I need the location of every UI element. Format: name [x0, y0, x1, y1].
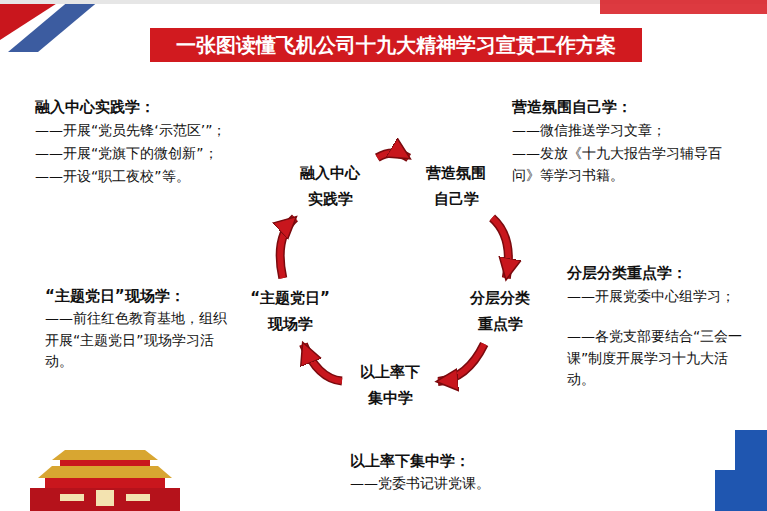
stage-node: 融入中心 实践学	[287, 158, 373, 215]
cycle-arrow	[280, 218, 295, 278]
arrow-outline	[280, 218, 295, 278]
corner-blue	[8, 0, 100, 52]
stage-node: 以上率下 集中学	[347, 357, 433, 414]
callout-text: ——党委书记讲党课。	[350, 473, 590, 495]
top-right-bar	[600, 0, 767, 14]
arrow-body	[438, 344, 484, 381]
title-banner: 一张图读懂飞机公司十九大精神学习宣贯工作方案	[150, 28, 642, 62]
arrow-body	[377, 153, 408, 158]
callout-text: ——发放《十九大报告学习辅导百问》等学习书籍。	[512, 143, 727, 186]
stage-node: “主题党日” 现场学	[239, 283, 341, 340]
arrow-body	[303, 344, 342, 381]
arrow-outline	[492, 218, 508, 278]
callout-text: ——前往红色教育基地，组织开展“主题党日”现场学习活动。	[45, 308, 240, 373]
arrow-outline	[377, 153, 408, 158]
callout-heading: “主题党日”现场学：	[45, 285, 265, 308]
cycle-arrow	[377, 153, 408, 158]
arrow-outline	[438, 344, 484, 381]
tiananmen	[30, 450, 180, 511]
cycle-arrow	[438, 344, 484, 381]
stage-label: 以上率下 集中学	[350, 359, 430, 412]
bottom-right-blue	[715, 470, 767, 511]
callout-heading: 营造氛围自己学：	[512, 96, 752, 119]
cycle-arrow	[303, 344, 342, 381]
arrow-body	[492, 218, 508, 278]
callout-text: ——各党支部要结合“三会一课”制度开展学习十九大活动。	[567, 326, 752, 391]
stage-node: 分层分类 重点学	[457, 283, 543, 340]
callout-heading: 以上率下集中学：	[350, 450, 590, 473]
callout-text: ——开展党委中心组学习；	[567, 286, 745, 308]
callout-heading: 融入中心实践学：	[35, 96, 295, 119]
callout-text: ——开展“党员先锋‘示范区’”；	[35, 120, 315, 142]
arrow-body	[280, 218, 295, 278]
stage-node: 营造氛围 自己学	[413, 158, 499, 215]
cycle-arrow	[492, 218, 508, 278]
stage-label: 营造氛围 自己学	[416, 160, 496, 213]
callout-text: ——微信推送学习文章；	[512, 120, 752, 142]
stage-label: “主题党日” 现场学	[242, 285, 338, 338]
stage-label: 融入中心 实践学	[290, 160, 370, 213]
callout-text: ——开设“职工夜校”等。	[35, 166, 315, 188]
arrow-outline	[303, 344, 342, 381]
callout-heading: 分层分类重点学：	[567, 262, 757, 285]
callout-text: ——开展“党旗下的微创新”；	[35, 143, 315, 165]
stage-label: 分层分类 重点学	[460, 285, 540, 338]
